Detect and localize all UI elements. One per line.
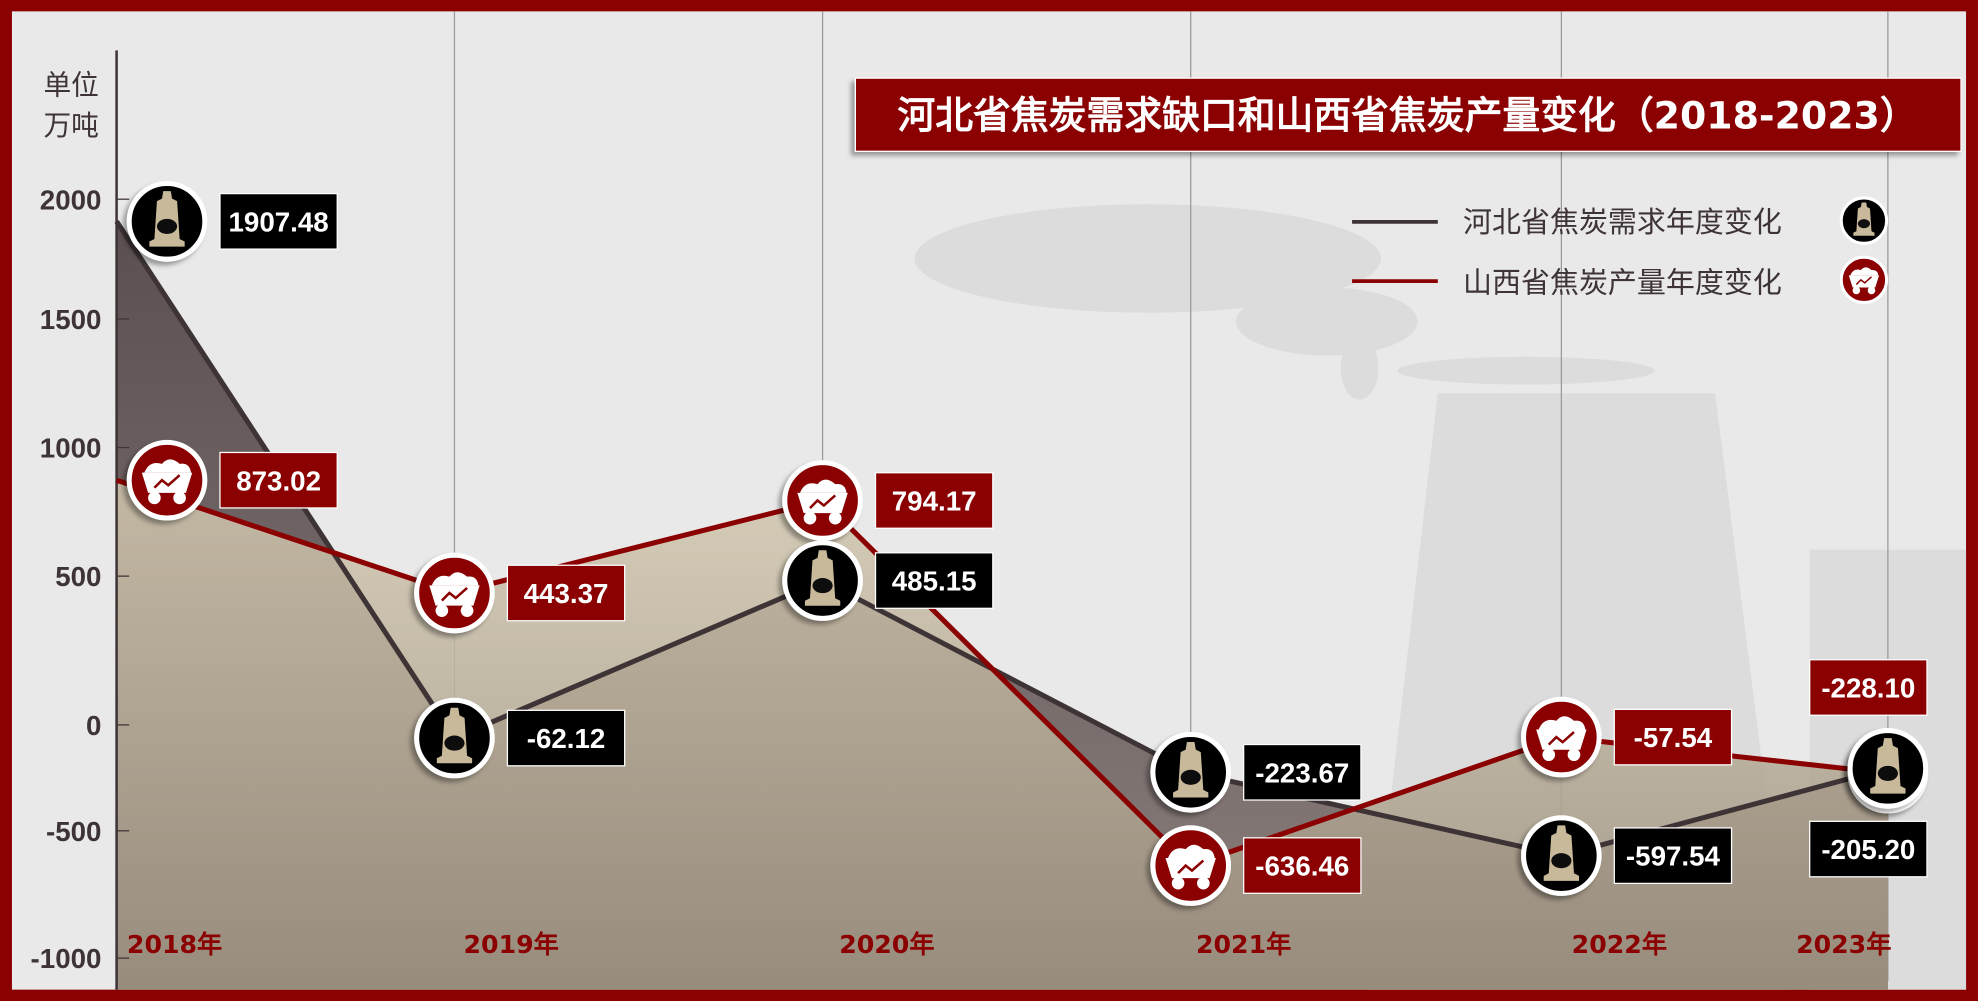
data-label-shanxi: -636.46 bbox=[1243, 837, 1362, 894]
coke-oven-icon bbox=[414, 697, 495, 779]
data-label-hebei: 1907.48 bbox=[219, 192, 338, 250]
y-unit-label-2: 万吨 bbox=[43, 109, 98, 142]
data-label-shanxi: -228.10 bbox=[1809, 659, 1928, 716]
data-label-text: -597.54 bbox=[1626, 841, 1721, 872]
coal-cart-icon bbox=[414, 552, 495, 634]
data-label-shanxi: 794.17 bbox=[874, 472, 994, 529]
chart-title: 河北省焦炭需求缺口和山西省焦炭产量变化（2018-2023） bbox=[854, 77, 1962, 152]
data-label-text: 1907.48 bbox=[228, 206, 328, 237]
data-label-text: 873.02 bbox=[236, 465, 321, 496]
x-tick-label: 2023年 bbox=[1796, 930, 1891, 959]
x-tick-label: 2019年 bbox=[464, 930, 559, 959]
coal-cart-icon bbox=[126, 439, 208, 521]
x-tick-label: 2020年 bbox=[839, 930, 934, 959]
y-tick-label: -500 bbox=[46, 816, 101, 847]
y-tick-label: 500 bbox=[55, 561, 101, 592]
legend-coal-cart-icon bbox=[1839, 255, 1889, 305]
data-label-hebei: -205.20 bbox=[1809, 820, 1928, 878]
data-label-shanxi: 443.37 bbox=[506, 564, 626, 622]
coke-oven-icon bbox=[126, 181, 208, 262]
legend-label-shanxi: 山西省焦炭产量年度变化 bbox=[1463, 265, 1782, 299]
coke-oven-icon bbox=[782, 540, 863, 621]
coal-cart-icon bbox=[1150, 825, 1232, 906]
y-tick-label: -1000 bbox=[31, 943, 102, 974]
legend: 河北省焦炭需求年度变化 山西省焦炭产量年度变化 bbox=[1352, 196, 1889, 305]
data-label-shanxi: -57.54 bbox=[1613, 708, 1733, 766]
data-label-hebei: -223.67 bbox=[1243, 743, 1362, 801]
data-label-text: -636.46 bbox=[1255, 851, 1349, 882]
data-label-text: 443.37 bbox=[524, 578, 609, 609]
data-label-text: 794.17 bbox=[892, 486, 977, 517]
data-label-text: -223.67 bbox=[1255, 757, 1349, 788]
x-tick-label: 2022年 bbox=[1572, 930, 1667, 959]
legend-label-hebei: 河北省焦炭需求年度变化 bbox=[1463, 205, 1782, 239]
y-tick-label: 2000 bbox=[40, 184, 102, 215]
y-tick-label: 1500 bbox=[40, 304, 102, 335]
data-label-text: -62.12 bbox=[527, 723, 606, 754]
y-unit-label-1: 单位 bbox=[43, 69, 98, 102]
x-tick-label: 2021年 bbox=[1196, 930, 1291, 959]
data-label-text: -205.20 bbox=[1821, 834, 1915, 865]
data-label-shanxi: 873.02 bbox=[219, 451, 338, 509]
coal-cart-icon bbox=[782, 460, 863, 541]
y-tick-label: 0 bbox=[86, 710, 101, 741]
legend-coke-oven-icon bbox=[1839, 196, 1889, 245]
data-label-text: 485.15 bbox=[892, 566, 977, 597]
data-label-hebei: 485.15 bbox=[874, 552, 994, 609]
coke-oven-icon bbox=[1521, 815, 1602, 896]
coke-oven-icon bbox=[1847, 728, 1929, 809]
coke-oven-icon bbox=[1150, 731, 1232, 813]
coal-cart-icon bbox=[1521, 696, 1602, 778]
y-tick-label: 1000 bbox=[40, 433, 102, 464]
x-tick-label: 2018年 bbox=[127, 930, 222, 959]
data-label-text: -228.10 bbox=[1821, 673, 1915, 704]
svg-text:河北省焦炭需求缺口和山西省焦炭产量变化（2018-2023）: 河北省焦炭需求缺口和山西省焦炭产量变化（2018-2023） bbox=[897, 94, 1917, 138]
data-label-hebei: -62.12 bbox=[506, 709, 626, 767]
data-label-hebei: -597.54 bbox=[1613, 827, 1733, 885]
data-label-text: -57.54 bbox=[1634, 722, 1713, 753]
